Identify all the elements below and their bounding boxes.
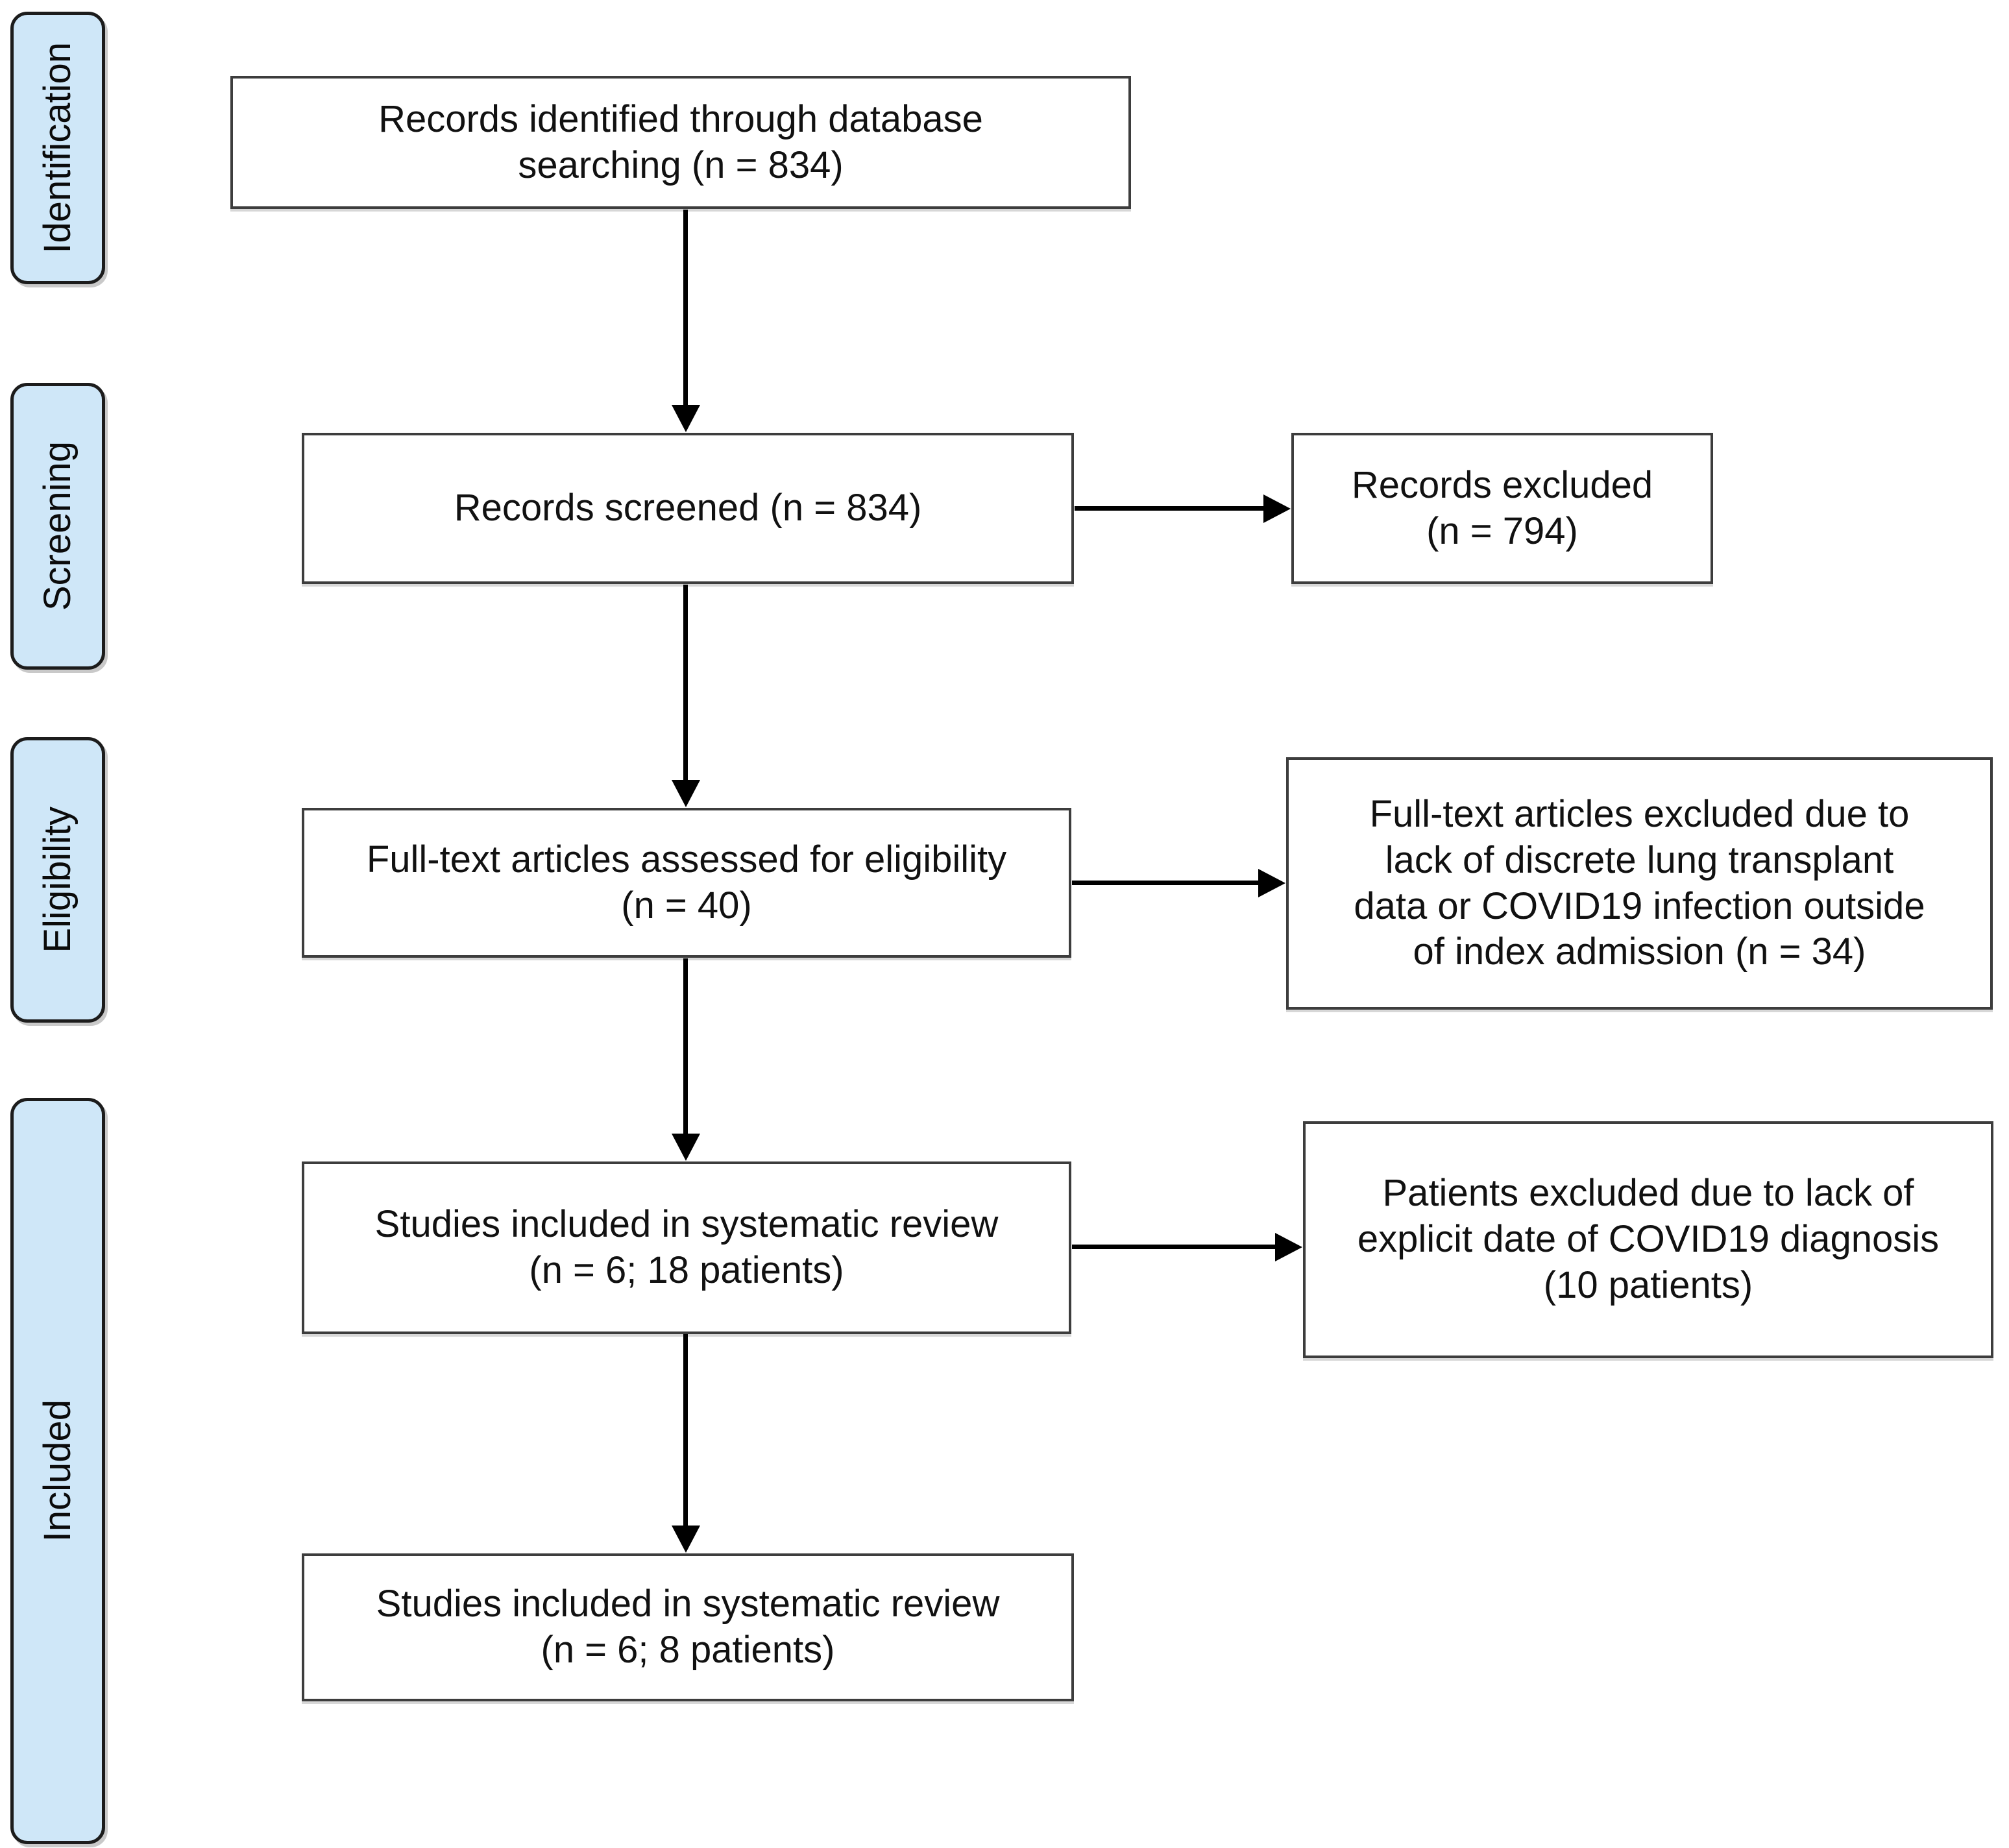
arrow-included-to-final [672,1334,700,1553]
arrow-line [1072,1245,1276,1249]
box-patients-excluded: Patients excluded due to lack of explici… [1303,1121,1993,1358]
arrow-line [683,585,688,781]
arrow-down-head [672,1526,700,1553]
box-studies-included-final: Studies included in systematic review (n… [302,1553,1074,1701]
arrow-line [683,210,688,406]
arrow-down-head [672,780,700,807]
stage-identification-label: Identification [36,42,79,254]
box-records-screened: Records screened (n = 834) [302,433,1074,584]
arrow-right-head [1263,494,1291,523]
stage-screening: Screening [10,383,105,670]
arrow-identified-to-screened [672,210,700,432]
box-studies-included-review: Studies included in systematic review (n… [302,1161,1071,1334]
box-records-identified: Records identified through database sear… [230,76,1131,209]
arrow-line [683,1334,688,1527]
box-records-excluded: Records excluded (n = 794) [1291,433,1713,584]
arrow-line [1072,881,1260,885]
arrow-fulltext-to-excluded [1072,869,1285,897]
stage-included: Included [10,1098,105,1844]
arrow-fulltext-to-included [672,958,700,1161]
arrow-screened-to-fulltext [672,585,700,807]
stage-identification: Identification [10,12,105,284]
arrow-included-to-patients-excluded [1072,1233,1302,1261]
arrow-right-head [1258,869,1285,897]
arrow-line [1075,506,1265,511]
stage-eligibility-label: Eligibility [36,807,79,953]
stage-eligibility: Eligibility [10,737,105,1023]
arrow-screened-to-excluded [1075,494,1291,523]
box-fulltext-excluded: Full-text articles excluded due to lack … [1286,757,1993,1010]
arrow-down-head [672,1134,700,1161]
arrow-right-head [1275,1233,1302,1261]
stage-included-label: Included [36,1400,79,1542]
arrow-line [683,958,688,1135]
box-fulltext-assessed: Full-text articles assessed for eligibil… [302,808,1071,958]
arrow-down-head [672,405,700,432]
stage-screening-label: Screening [36,441,79,611]
